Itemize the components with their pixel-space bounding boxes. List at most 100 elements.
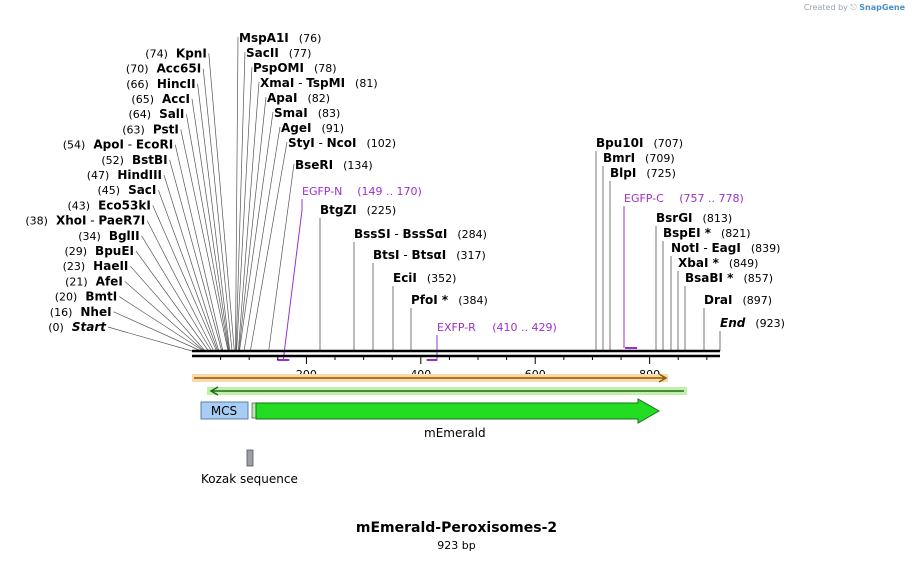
site-connector — [239, 111, 274, 352]
reverse-feature-arrow[interactable] — [207, 386, 687, 396]
forward-feature-arrow[interactable] — [192, 373, 668, 383]
site-label-bpuei[interactable]: BpuEI (29) — [64, 244, 134, 258]
site-label-blpi[interactable]: BlpI(725) — [610, 166, 676, 180]
kozak-feature-label: Kozak sequence — [201, 472, 298, 486]
site-position: (709) — [645, 152, 675, 165]
site-position: (102) — [367, 137, 397, 150]
site-label-afei[interactable]: AfeI(21) — [65, 274, 123, 288]
site-position: (54) — [63, 139, 86, 152]
sequence-backbone — [192, 349, 720, 358]
site-label-bmti[interactable]: BmtI(20) — [55, 290, 117, 304]
mcs-label: MCS — [211, 404, 237, 418]
site-label-psti[interactable]: PstI(63) — [122, 122, 179, 136]
primer-name: EGFP-N — [302, 185, 342, 198]
site-label-bseri[interactable]: BseRI(134) — [295, 158, 373, 172]
site-name: Start — [72, 320, 107, 334]
site-label-btsi[interactable]: BtsI - BtsαI(317) — [373, 248, 486, 262]
primer-egfp-n[interactable]: EGFP-N(149 .. 170) — [277, 185, 422, 361]
primer-exfp-r[interactable]: EXFP-R(410 .. 429) — [426, 321, 557, 361]
site-name: Bpu10I — [596, 136, 643, 150]
site-position: (63) — [122, 123, 145, 136]
site-label-pfoi[interactable]: PfoI *(384) — [411, 293, 488, 307]
site-name: BstBI — [132, 153, 168, 167]
site-label-acci[interactable]: AccI(65) — [131, 92, 190, 106]
site-label-styi[interactable]: StyI - NcoI(102) — [288, 136, 396, 150]
site-name: ApoI - EcoRI — [93, 138, 173, 152]
site-position: (813) — [703, 212, 733, 225]
site-position: (64) — [128, 108, 151, 121]
site-label-agei[interactable]: AgeI(91) — [281, 121, 344, 135]
site-label-nhei[interactable]: NheI(16) — [50, 305, 112, 319]
sequence-title: mEmerald-Peroxisomes-2 — [355, 520, 558, 536]
site-label-btgzi[interactable]: BtgZI(225) — [320, 203, 396, 217]
site-connector — [107, 326, 193, 352]
site-connector — [174, 144, 224, 352]
site-label-eco53ki[interactable]: Eco53kI(43) — [68, 198, 151, 212]
snapgene-logo-icon: ⎋ — [850, 3, 857, 12]
sequence-length: 923 bp — [437, 539, 476, 552]
site-label-ecii[interactable]: EciI(352) — [393, 271, 456, 285]
site-label-sacii[interactable]: SacII(77) — [246, 46, 311, 60]
site-label-drai[interactable]: DraI(897) — [704, 293, 772, 307]
site-name: BseRI — [295, 158, 333, 172]
site-name: BssSI - BssSαI — [354, 227, 447, 241]
site-label-smai[interactable]: SmaI(83) — [274, 106, 340, 120]
site-connector — [235, 51, 246, 352]
site-label-sali[interactable]: SalI(64) — [128, 107, 184, 121]
site-label-bsssi[interactable]: BssSI - BssSαI(284) — [354, 227, 487, 241]
site-label-xmai[interactable]: XmaI - TspMI(81) — [260, 76, 378, 90]
site-label-mspa1i[interactable]: MspA1I(76) — [239, 31, 321, 45]
site-position: (66) — [126, 78, 149, 91]
site-label-hindiii[interactable]: HindIII(47) — [87, 168, 162, 182]
site-label-xhoi[interactable]: XhoI - PaeR7I(38) — [25, 214, 145, 228]
site-connector — [113, 311, 202, 352]
site-position: (352) — [427, 272, 457, 285]
site-name: AfeI — [96, 274, 123, 288]
kozak-sequence-feature[interactable] — [246, 449, 254, 467]
site-position: (70) — [126, 63, 149, 76]
site-name: BpuEI — [95, 244, 134, 258]
site-label-xbai[interactable]: XbaI *(849) — [678, 256, 758, 270]
site-label-noti[interactable]: NotI - EagI(839) — [671, 241, 780, 255]
site-label-start[interactable]: Start(0) — [48, 320, 107, 334]
site-label-bstbi[interactable]: BstBI(52) — [101, 153, 167, 167]
site-name: BsaBI * — [685, 271, 734, 285]
site-name: BmtI — [85, 290, 117, 304]
site-connector — [250, 141, 288, 352]
site-connector — [135, 250, 209, 352]
site-position: (897) — [742, 294, 772, 307]
site-position: (82) — [307, 92, 330, 105]
site-label-apoi[interactable]: ApoI - EcoRI (54) — [63, 138, 173, 152]
site-name: SmaI — [274, 106, 308, 120]
site-label-bsrgi[interactable]: BsrGI(813) — [656, 211, 732, 225]
site-label-kpni[interactable]: KpnI(74) — [145, 46, 207, 60]
memerald-cds-arrow[interactable] — [251, 398, 661, 424]
site-label-end[interactable]: End(923) — [720, 316, 785, 330]
site-label-acc65i[interactable]: Acc65I (70) — [126, 62, 201, 76]
site-label-haeii[interactable]: HaeII(23) — [63, 259, 129, 273]
site-label-saci[interactable]: SacI(45) — [97, 183, 156, 197]
site-label-bsabi[interactable]: BsaBI *(857) — [685, 271, 773, 285]
site-name: BtsI - BtsαI — [373, 248, 446, 262]
site-label-bspei[interactable]: BspEI *(821) — [663, 226, 751, 240]
site-label-bmri[interactable]: BmrI(709) — [603, 151, 675, 165]
site-connector — [191, 98, 230, 352]
site-name: XhoI - PaeR7I — [56, 214, 145, 228]
site-label-bglii[interactable]: BglII(34) — [78, 229, 139, 243]
site-position: (65) — [131, 93, 154, 106]
site-label-hincii[interactable]: HincII(66) — [126, 77, 195, 91]
memerald-feature-label: mEmerald — [424, 426, 486, 440]
site-label-pspomi[interactable]: PspOMI(78) — [253, 61, 337, 75]
primer-leader — [282, 199, 303, 361]
site-name: XbaI * — [678, 256, 720, 270]
primer-egfp-c[interactable]: EGFP-C(757 .. 778) — [623, 192, 744, 349]
site-label-bpu10i[interactable]: Bpu10I(707) — [596, 136, 683, 150]
site-name: Acc65I — [157, 62, 202, 76]
site-label-apai[interactable]: ApaI(82) — [267, 91, 330, 105]
site-position: (225) — [367, 204, 397, 217]
site-position: (34) — [78, 230, 101, 243]
site-position: (29) — [64, 245, 87, 258]
site-name: Eco53kI — [98, 198, 151, 212]
mcs-feature[interactable]: MCS — [200, 401, 249, 420]
